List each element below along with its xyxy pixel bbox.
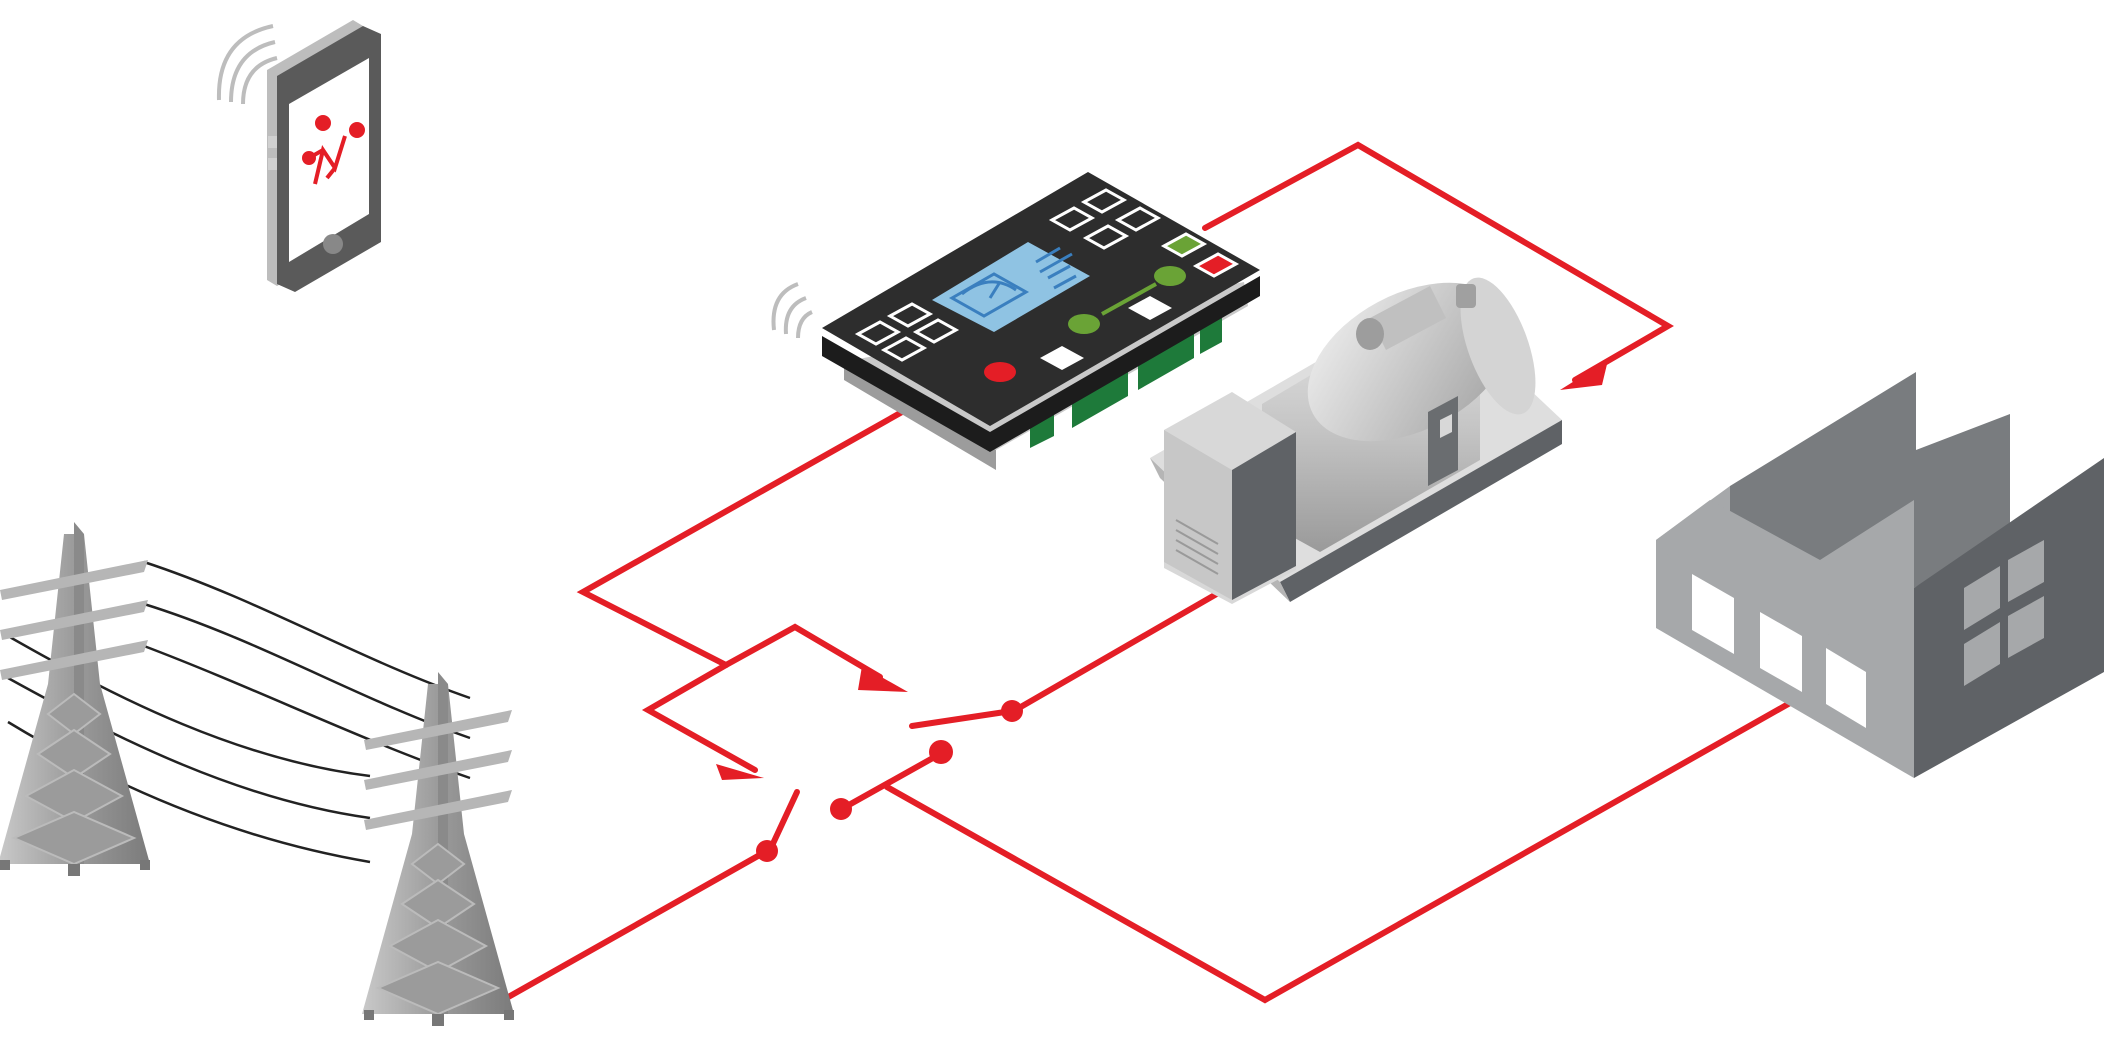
arrow-to-generator-breaker-icon xyxy=(858,666,908,692)
smartphone-icon[interactable] xyxy=(216,20,381,292)
keypad-button[interactable] xyxy=(886,302,934,328)
red-node-logo xyxy=(302,115,365,185)
generator-led xyxy=(1154,266,1186,286)
generator-breaker-contact xyxy=(909,709,1008,729)
phone-side-button[interactable] xyxy=(268,136,277,148)
left-keypad[interactable] xyxy=(854,302,960,364)
keypad-button[interactable] xyxy=(1114,206,1162,232)
breaker-close-button[interactable] xyxy=(1128,296,1172,320)
factory-left-wall-top xyxy=(1656,500,1914,672)
exhaust-cap xyxy=(1356,318,1384,350)
generator-controller-icon[interactable] xyxy=(771,172,1261,470)
keypad-button[interactable] xyxy=(912,318,960,344)
arrow-to-mains-breaker-icon xyxy=(716,764,764,780)
mains-breaker-contact xyxy=(767,789,800,853)
load-bus-node-right xyxy=(929,740,953,764)
engine-panel-face xyxy=(1440,414,1452,438)
generator-breaker-node xyxy=(1001,700,1023,722)
radiator-vents xyxy=(1175,519,1219,575)
generator-output-wire xyxy=(1009,589,1223,715)
keypad-button[interactable] xyxy=(1082,224,1130,250)
breaker-open-button[interactable] xyxy=(1040,346,1084,370)
arrow-branch-wire-upper xyxy=(723,623,883,680)
radiator-left xyxy=(1164,430,1232,600)
red-status-button[interactable] xyxy=(1192,252,1240,278)
stop-button[interactable] xyxy=(984,362,1016,382)
power-pylon-icon xyxy=(0,522,150,876)
mains-breaker-node xyxy=(756,840,778,862)
factory-roof-saw xyxy=(1730,372,2010,600)
wifi-signal-icon xyxy=(771,282,813,339)
mimic-line xyxy=(1101,282,1157,316)
controller-body-side xyxy=(822,276,1260,452)
exhaust-top xyxy=(1456,284,1476,308)
arrow-into-generator-icon xyxy=(1560,360,1608,390)
alternator-end xyxy=(1460,277,1536,415)
controller-to-transfer-switch-wire xyxy=(576,409,905,668)
factory-windows-left xyxy=(1692,574,1866,728)
keypad-button[interactable] xyxy=(1080,188,1128,214)
right-keypad[interactable] xyxy=(1048,188,1162,250)
arrow-branch-wire xyxy=(641,662,758,773)
controller-display xyxy=(932,242,1090,332)
wiring xyxy=(493,141,1793,1007)
wifi-signal-icon xyxy=(216,24,278,105)
green-status-button[interactable] xyxy=(1160,232,1208,258)
keypad-button[interactable] xyxy=(1048,206,1096,232)
factory-building-icon xyxy=(1656,372,2104,778)
radiator-right xyxy=(1232,432,1296,600)
controller-to-generator-wire xyxy=(1202,141,1674,383)
alternator-cylinder xyxy=(1307,282,1513,442)
load-bus-contact xyxy=(844,751,943,809)
exhaust-pipe xyxy=(1370,286,1446,350)
phone-side-button[interactable] xyxy=(268,158,277,170)
keypad-button[interactable] xyxy=(880,336,928,362)
factory-windows-right xyxy=(1964,540,2044,686)
mains-input-wire xyxy=(493,849,768,1007)
mains-led xyxy=(1068,314,1100,334)
power-pylon-icon xyxy=(362,672,514,1026)
load-to-factory-wire xyxy=(884,700,1793,1004)
keypad-button[interactable] xyxy=(854,320,902,346)
phone-home-button[interactable] xyxy=(323,234,343,254)
diesel-generator-icon xyxy=(1150,277,1562,604)
generator-skid-right xyxy=(1280,420,1562,602)
load-bus-node-left xyxy=(830,798,852,820)
